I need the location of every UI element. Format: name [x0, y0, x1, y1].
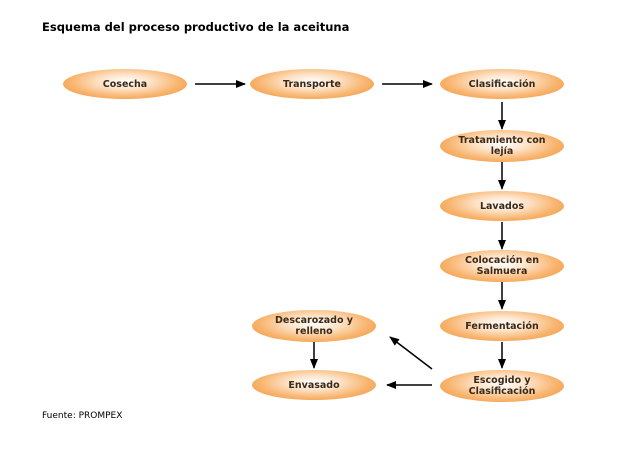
- node-tratamiento-con-lejia: Tratamiento con lejía: [440, 130, 564, 162]
- node-escogido-y-clasificacion: Escogido y Clasificación: [440, 370, 564, 402]
- source-note: Fuente: PROMPEX: [42, 411, 123, 421]
- node-transporte: Transporte: [250, 69, 374, 99]
- node-fermentacion: Fermentación: [440, 311, 564, 341]
- node-colocacion-en-salmuera: Colocación en Salmuera: [440, 250, 564, 282]
- node-lavados: Lavados: [440, 191, 564, 221]
- diagram-title: Esquema del proceso productivo de la ace…: [42, 20, 350, 34]
- node-clasificacion: Clasificación: [440, 69, 564, 99]
- node-envasado: Envasado: [252, 370, 376, 400]
- node-cosecha: Cosecha: [63, 69, 187, 99]
- node-descarozado-y-relleno: Descarozado y relleno: [252, 310, 376, 342]
- arrow-escogido-descarozado: [389, 336, 433, 370]
